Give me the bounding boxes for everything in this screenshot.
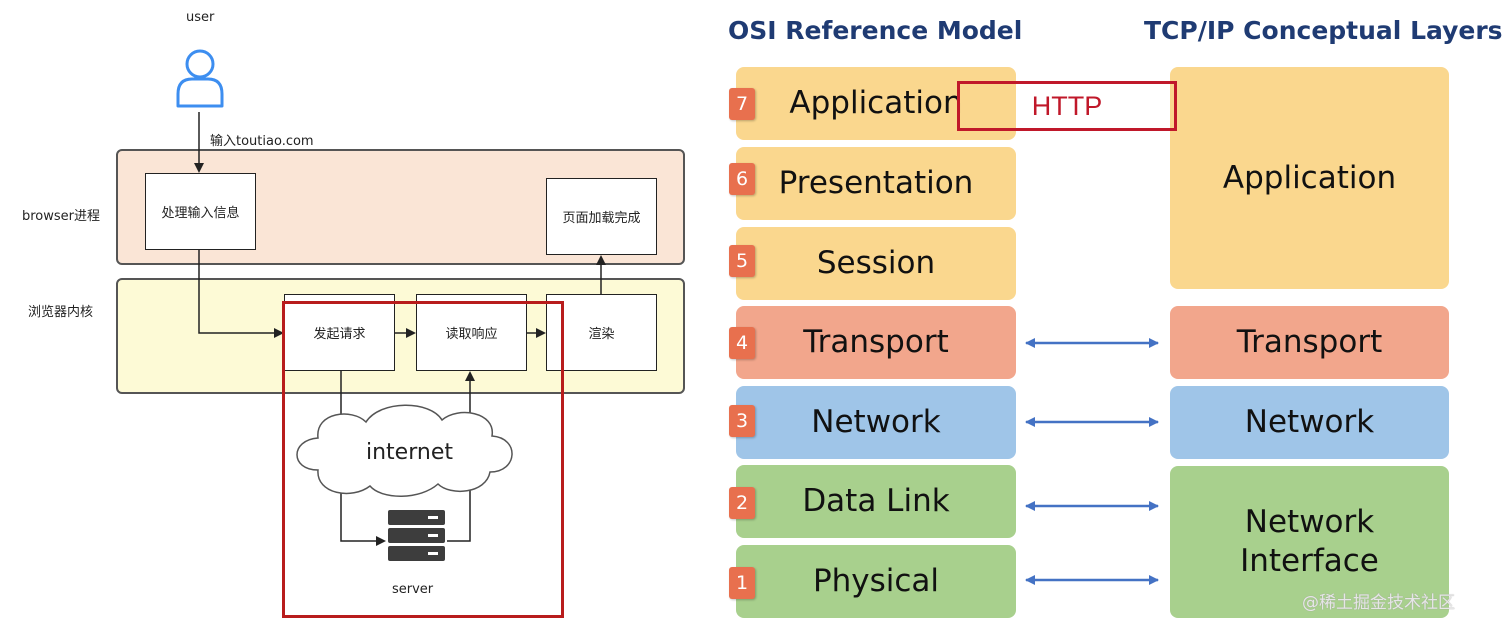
osi-number-4: 4 xyxy=(729,327,755,359)
tcpip-layer-application: Application xyxy=(1170,67,1449,289)
osi-layer-presentation: Presentation xyxy=(736,147,1016,220)
tcpip-title: TCP/IP Conceptual Layers xyxy=(1144,16,1503,45)
tcpip-layer-transport: Transport xyxy=(1170,306,1449,379)
render-node: 渲染 xyxy=(546,294,657,371)
send-request-node: 发起请求 xyxy=(284,294,395,371)
osi-layer-physical: Physical xyxy=(736,545,1016,618)
osi-layer-session: Session xyxy=(736,227,1016,300)
network-highlight-box xyxy=(282,301,564,618)
osi-layer-data-link: Data Link xyxy=(736,465,1016,538)
user-label: user xyxy=(186,10,215,25)
flow-connectors xyxy=(194,112,606,561)
tcpip-layer-network-interface: Network Interface xyxy=(1170,466,1449,618)
osi-layer-application: Application xyxy=(736,67,1016,140)
http-highlight-box: HTTP xyxy=(957,81,1177,131)
server-icon xyxy=(388,510,445,561)
user-icon xyxy=(176,49,224,108)
internet-cloud xyxy=(296,404,513,497)
line-server-to-internet xyxy=(447,488,471,542)
osi-layer-network: Network xyxy=(736,386,1016,459)
server-label: server xyxy=(392,582,434,597)
osi-number-1: 1 xyxy=(729,567,755,599)
tcpip-layer-network: Network xyxy=(1170,386,1449,459)
process-input-node: 处理输入信息 xyxy=(145,173,256,250)
input-url-label: 输入toutiao.com xyxy=(210,134,314,149)
watermark: @稀土掘金技术社区 xyxy=(1302,593,1455,613)
osi-layer-transport: Transport xyxy=(736,306,1016,379)
osi-title: OSI Reference Model xyxy=(728,16,1023,45)
page-loaded-node: 页面加载完成 xyxy=(546,178,657,255)
read-response-node: 读取响应 xyxy=(416,294,527,371)
browser-process-label: browser进程 xyxy=(22,209,101,224)
layer-mapping-arrows xyxy=(1025,338,1159,585)
arrow-input-to-request xyxy=(198,250,284,338)
internet-label: internet xyxy=(366,440,453,465)
kernel-label: 浏览器内核 xyxy=(28,305,94,320)
arrow-internet-to-server xyxy=(340,488,386,546)
osi-number-2: 2 xyxy=(729,487,755,519)
osi-number-3: 3 xyxy=(729,405,755,437)
osi-number-5: 5 xyxy=(729,245,755,277)
osi-number-7: 7 xyxy=(729,88,755,120)
osi-number-6: 6 xyxy=(729,163,755,195)
